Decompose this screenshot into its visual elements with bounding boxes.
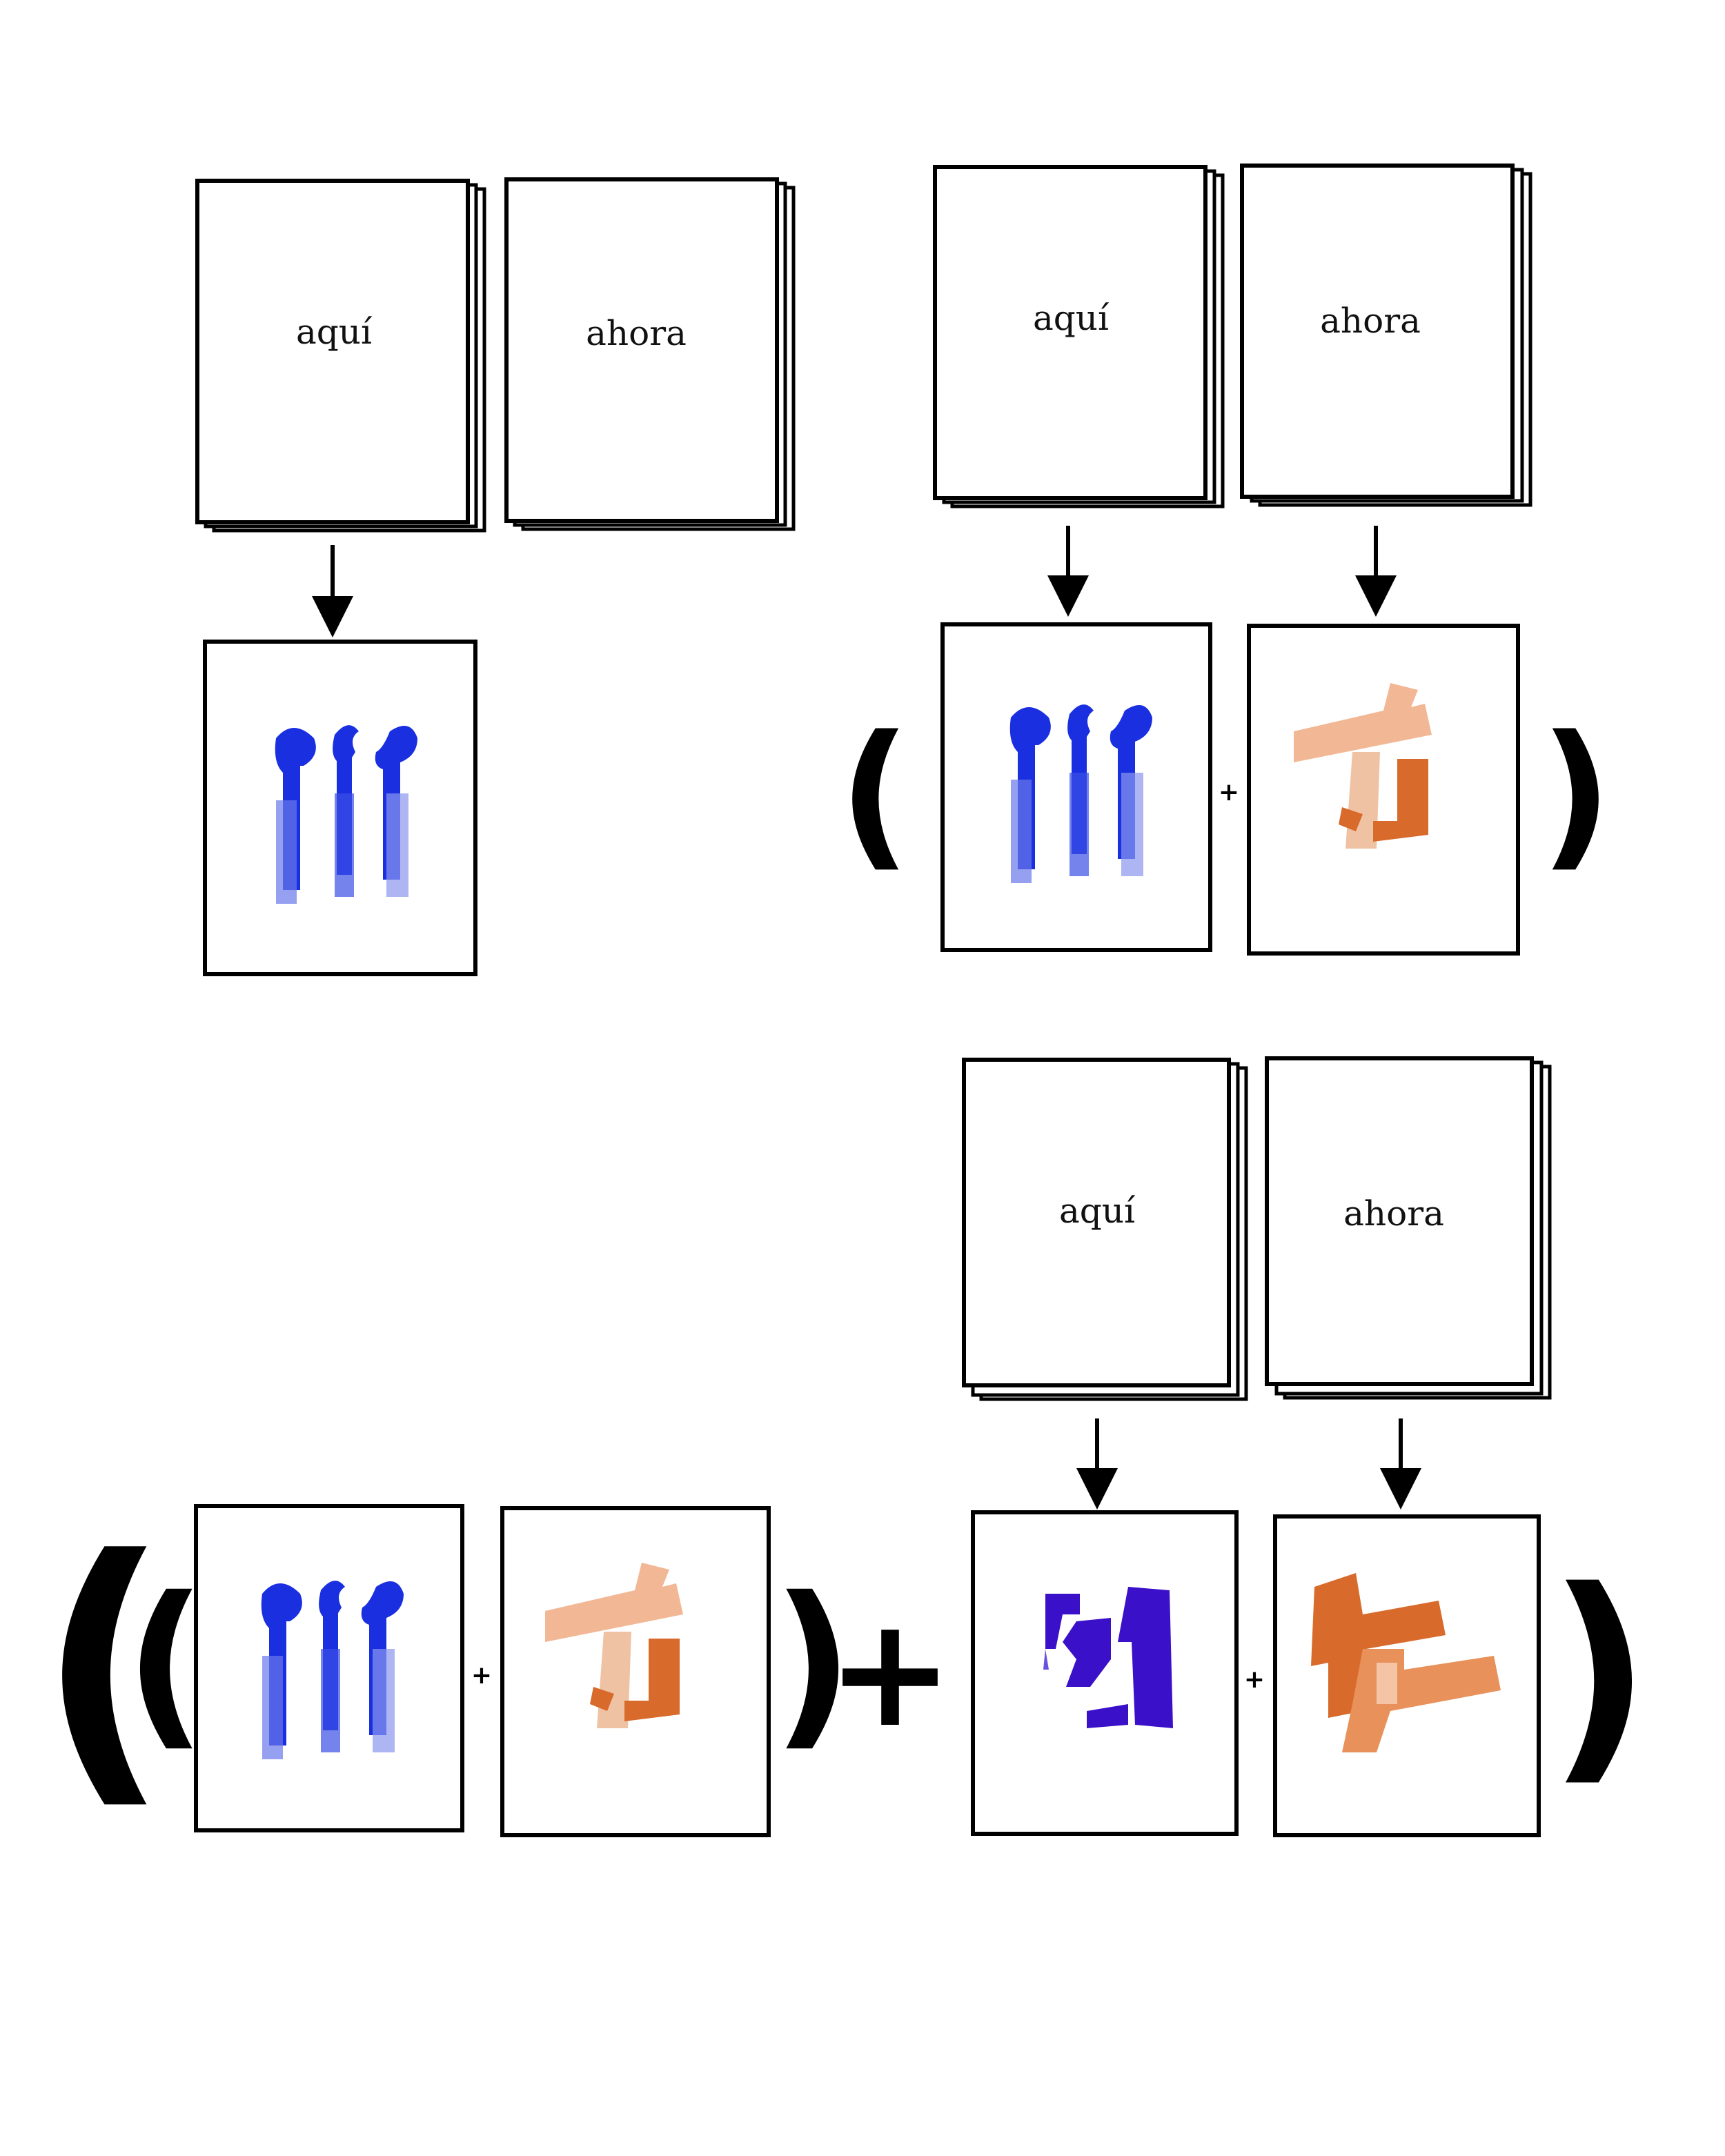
card-stack-aqui-1: aquí — [195, 179, 486, 533]
card-label-ahora: ahora — [1320, 301, 1421, 341]
glyph-card-orange-2 — [1247, 624, 1520, 956]
card-label-aqui: aquí — [1033, 298, 1110, 338]
double-crossbar-glyph — [1311, 1573, 1501, 1752]
card-label-ahora: ahora — [1343, 1194, 1444, 1234]
group-1: aquí ahora — [195, 177, 796, 976]
inner-open-paren: ( — [125, 1559, 207, 1768]
three-vertical-strokes-glyph — [261, 1581, 404, 1759]
card-stack-ahora-1: ahora — [504, 177, 796, 531]
glyph-card-blue-2 — [940, 622, 1212, 952]
card-label-ahora: ahora — [586, 313, 687, 353]
outer-close-paren: ) — [1548, 1541, 1652, 1806]
open-paren: ( — [838, 702, 911, 887]
group-3: aquí ahora ( ( + — [37, 1056, 1652, 1837]
plus-operator: + — [1219, 778, 1239, 807]
three-vertical-strokes-glyph — [275, 725, 417, 904]
glyph-card-purple-3 — [971, 1510, 1239, 1836]
card-label-aqui: aquí — [1059, 1191, 1136, 1231]
card-label-aqui: aquí — [296, 312, 373, 352]
hooked-crossbar-glyph — [545, 1563, 683, 1728]
angular-purple-glyph — [1043, 1587, 1173, 1728]
three-vertical-strokes-glyph — [1009, 704, 1152, 883]
big-plus-operator: + — [827, 1584, 954, 1761]
close-paren: ) — [1539, 702, 1612, 887]
glyph-card-orange-4 — [1273, 1514, 1541, 1837]
group-2: aquí ahora ( + — [838, 164, 1613, 956]
inner-close-paren: ) — [772, 1559, 854, 1768]
plus-operator: + — [1244, 1665, 1265, 1694]
card-stack-aqui-3: aquí — [962, 1058, 1248, 1401]
card-stack-aqui-2: aquí — [933, 165, 1225, 508]
glyph-card-blue-3 — [194, 1504, 464, 1832]
plus-operator: + — [471, 1661, 492, 1690]
hooked-crossbar-glyph — [1294, 683, 1432, 849]
card-stack-ahora-3: ahora — [1265, 1056, 1552, 1400]
outer-open-paren: ( — [37, 1498, 170, 1835]
glyph-card-blue-1 — [203, 640, 477, 976]
card-stack-ahora-2: ahora — [1240, 164, 1532, 507]
glyph-card-orange-3 — [500, 1506, 771, 1837]
